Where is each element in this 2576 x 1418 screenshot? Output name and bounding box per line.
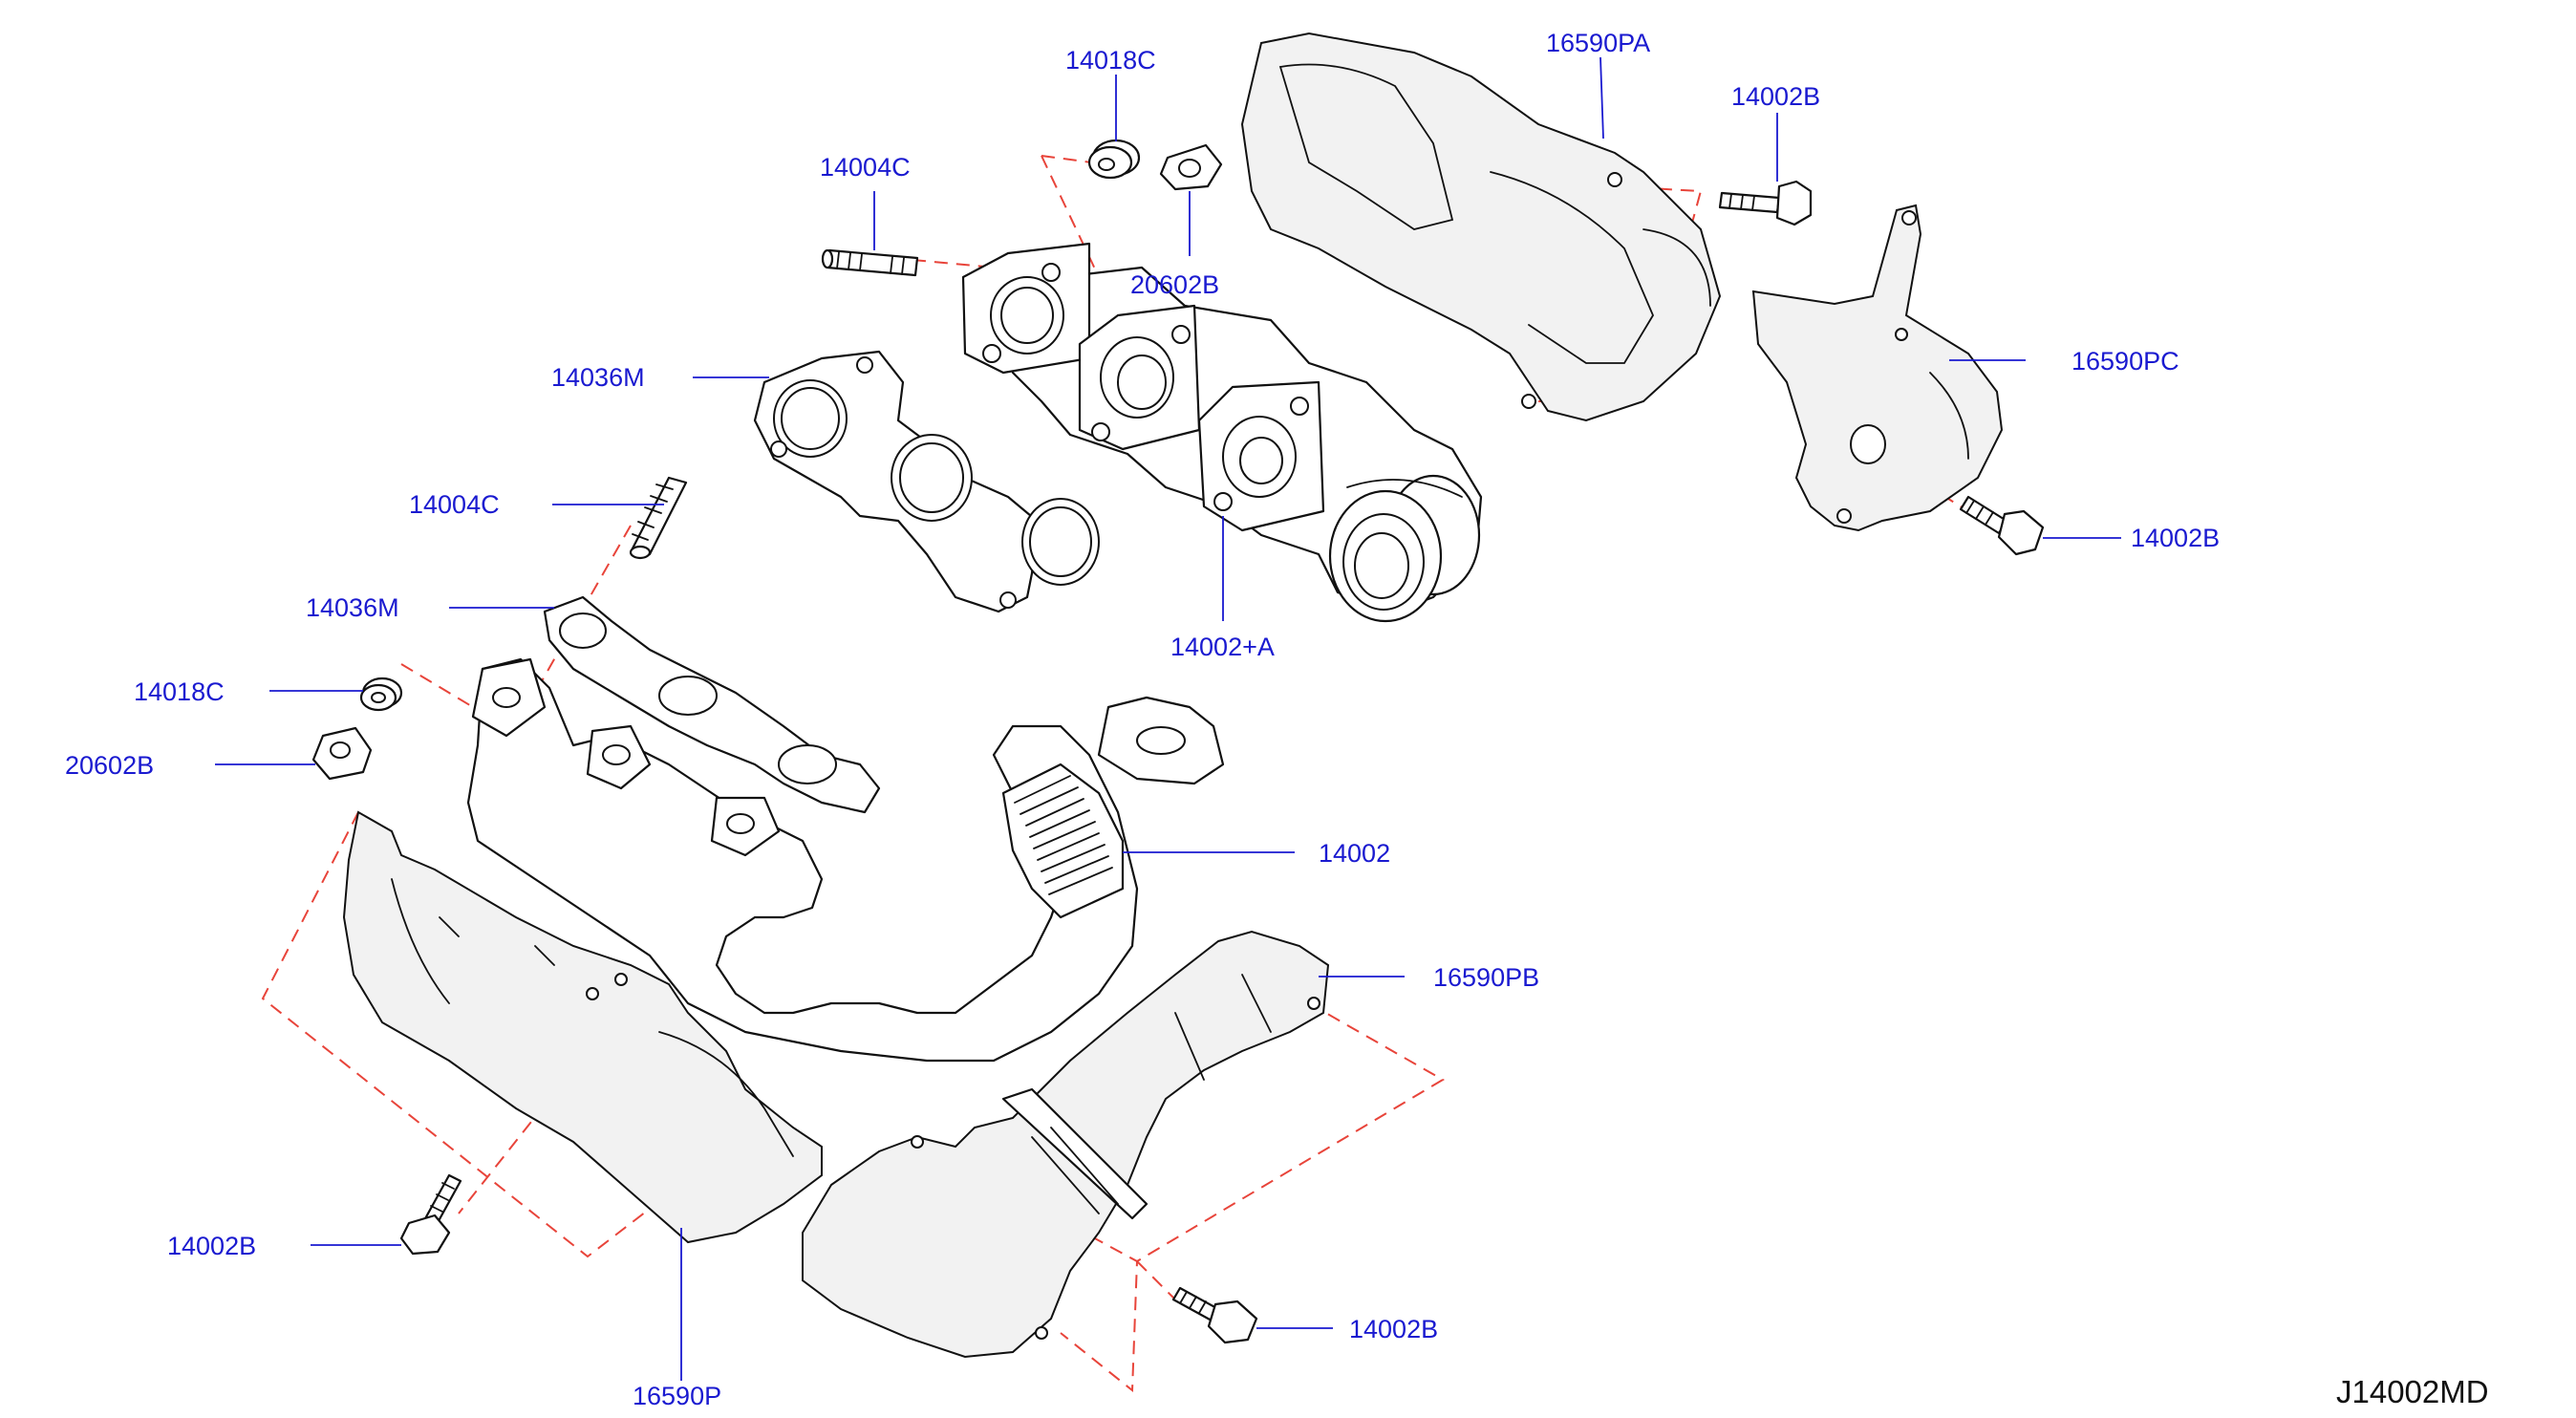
stud-14004C-top [821, 248, 919, 277]
label-14004C-mid: 14004C [409, 490, 500, 519]
nut-14018C-left [359, 677, 403, 712]
bolt-14002B-top-right [1718, 180, 1813, 226]
label-14004C-top: 14004C [820, 153, 911, 182]
nut-20602B-top [1159, 143, 1223, 191]
heat-shield-16590P [342, 810, 823, 1244]
part-labels: 14018C 16590PA 14002B 14004C 20602B 1403… [65, 29, 2220, 1410]
nut-20602B-left [311, 726, 373, 781]
label-14002B-right: 14002B [2131, 524, 2220, 552]
label-14002A: 14002+A [1170, 633, 1275, 661]
label-20602B-top: 20602B [1130, 270, 1219, 299]
label-16590PB: 16590PB [1433, 963, 1539, 992]
bolt-14002B-right [1959, 495, 2045, 556]
heat-shield-16590PB [802, 930, 1330, 1359]
heat-shield-16590PA [1240, 32, 1722, 422]
bolt-14002B-bottom-right [1171, 1286, 1258, 1344]
gasket-14036M-mid [543, 595, 881, 814]
label-14002B-bottom-right: 14002B [1349, 1315, 1438, 1343]
label-14018C-top: 14018C [1065, 46, 1156, 75]
label-14036M-top: 14036M [551, 363, 645, 392]
heat-shield-16590PC [1751, 204, 2004, 532]
leader-lines [215, 56, 2121, 1381]
label-14036M-mid: 14036M [306, 593, 399, 622]
diagram-code: J14002MD [2336, 1374, 2489, 1409]
label-14002B-top-right: 14002B [1731, 82, 1820, 111]
label-16590PA: 16590PA [1546, 29, 1650, 57]
label-20602B-left: 20602B [65, 751, 154, 780]
label-16590PC: 16590PC [2072, 347, 2179, 376]
exhaust-manifold-left [466, 657, 1225, 1063]
stud-14004C-mid [629, 476, 688, 560]
label-14018C-left: 14018C [134, 677, 225, 706]
label-16590P: 16590P [633, 1382, 721, 1410]
exhaust-manifold-right [961, 242, 1483, 623]
nut-14018C-top [1087, 139, 1141, 180]
bolt-14002B-bottom-left [399, 1173, 462, 1256]
label-14002: 14002 [1319, 839, 1390, 868]
label-14002B-bottom-left: 14002B [167, 1232, 256, 1260]
gasket-14036M-top [753, 350, 1100, 613]
